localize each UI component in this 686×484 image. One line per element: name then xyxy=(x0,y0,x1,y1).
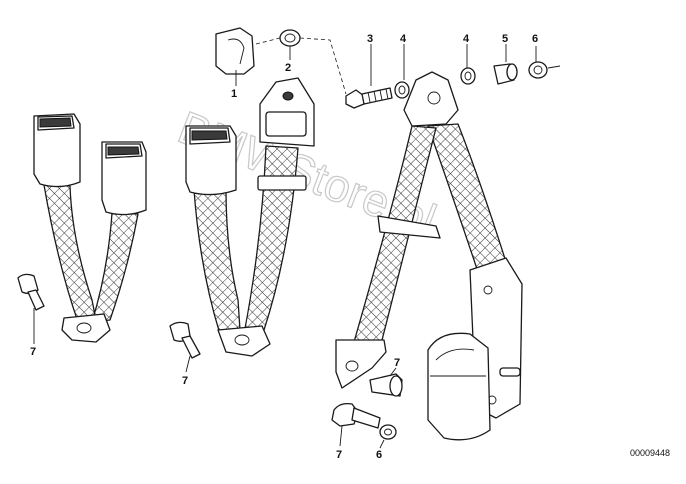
callout-2: 2 xyxy=(285,62,291,74)
callout-7b: 7 xyxy=(182,375,188,387)
callout-6b: 6 xyxy=(376,449,382,461)
callout-7a: 7 xyxy=(30,346,36,358)
callout-3: 3 xyxy=(367,33,373,45)
guide-clip-part-1 xyxy=(215,27,255,75)
callout-5: 5 xyxy=(502,33,508,45)
bolt-part-3 xyxy=(345,87,393,109)
double-buckle-assembly xyxy=(17,113,147,343)
callout-7d: 7 xyxy=(336,449,342,461)
spacer-part-5 xyxy=(493,63,518,85)
washer-part-4b xyxy=(460,67,476,85)
document-number: 00009448 xyxy=(630,448,670,458)
bushing-part-2 xyxy=(279,29,301,47)
automatic-belt-retractor-assembly xyxy=(331,71,523,441)
callout-7c: 7 xyxy=(394,357,400,369)
buckle-and-tongue-assembly xyxy=(169,77,315,359)
washer-part-4 xyxy=(394,81,410,99)
nut-part-6 xyxy=(528,61,548,79)
callout-4a: 4 xyxy=(400,33,407,45)
callout-6a: 6 xyxy=(532,33,538,45)
callout-4b: 4 xyxy=(463,33,470,45)
callout-1: 1 xyxy=(231,88,237,100)
